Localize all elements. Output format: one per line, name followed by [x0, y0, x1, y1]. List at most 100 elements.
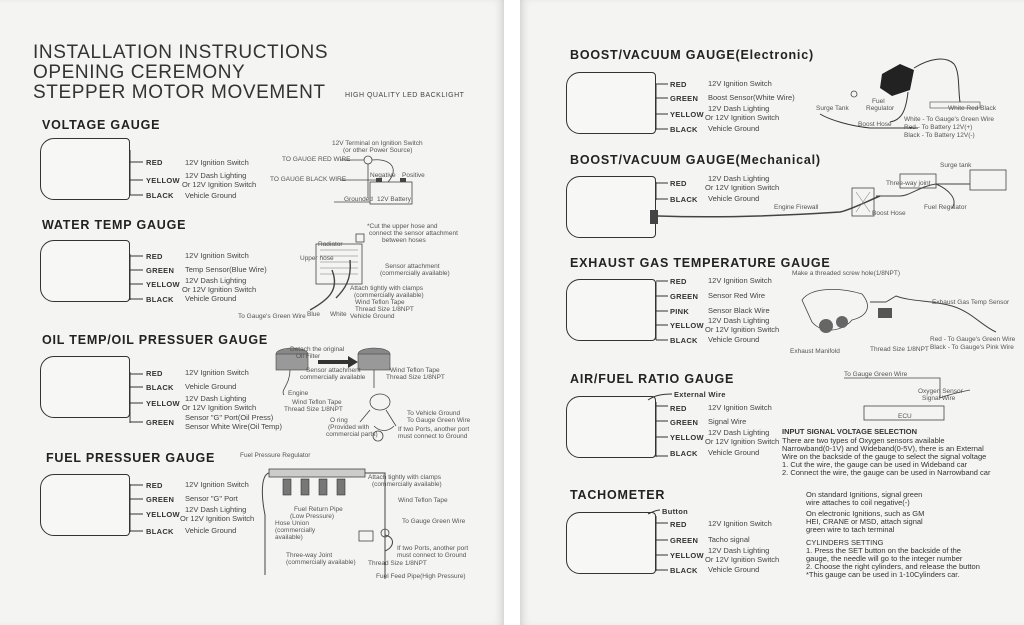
fuel-hose-union-2: (commercially	[275, 527, 316, 534]
afr-wire-yellow-desc-2: Or 12V Ignition Switch	[705, 437, 780, 446]
afr-selection-title: INPUT SIGNAL VOLTAGE SELECTION	[782, 427, 918, 437]
boost-m-wire-red: RED	[670, 179, 687, 188]
backlight-subtitle: HIGH QUALITY LED BACKLIGHT	[345, 92, 465, 99]
oil-wire-green-desc-1: Sensor "G" Port(Oil Press)	[185, 413, 274, 422]
tach-ign-line-4: HEI, CRANE or MSD, attach signal	[806, 517, 923, 526]
voltage-terminal-sub: (or other Power Source)	[343, 147, 413, 154]
oil-teflon-left-2: Thread Size 1/8NPT	[284, 406, 343, 413]
oring-label-1: O ring	[330, 417, 348, 424]
boost-e-wire-yellow: YELLOW	[670, 110, 704, 119]
oil-to-ground-label: To Vehicle Ground	[407, 410, 461, 417]
boost-e-legend-3: Black - To Battery 12V(-)	[904, 132, 975, 139]
afr-gauge-title: AIR/FUEL RATIO GAUGE	[570, 372, 735, 386]
fuel-three-way-1: Three-way Joint	[286, 552, 333, 559]
water-sensor-attach-2: (commercially available)	[380, 270, 450, 277]
oil-gauge-title: OIL TEMP/OIL PRESSUER GAUGE	[42, 333, 269, 347]
voltage-wire-black: BLACK	[146, 191, 174, 200]
oil-wire-red: RED	[146, 369, 163, 378]
water-cut-note-1: *Cut the upper hose and	[367, 223, 438, 230]
battery-negative-label: Negative	[370, 172, 396, 179]
afr-wire-black-desc: Vehicle Ground	[708, 448, 760, 457]
tach-wire-yellow-desc-1: 12V Dash Lighting	[708, 546, 770, 555]
boost-mechanical-title: BOOST/VACUUM GAUGE(Mechanical)	[570, 153, 821, 167]
egt-sensor-label: Exhaust Gas Temp Sensor	[932, 299, 1010, 306]
oil-filter-diagram	[275, 347, 397, 442]
egt-wire-yellow-desc-2: Or 12V Ignition Switch	[705, 325, 780, 334]
oring-label-3: commercial parts)	[326, 431, 378, 438]
water-cut-note-2: connect the sensor attachment	[369, 230, 458, 237]
battery-diagram	[334, 155, 413, 205]
oil-to-green-label: To Gauge Green Wire	[407, 417, 471, 424]
egt-wire-black-desc: Vehicle Ground	[708, 335, 760, 344]
tach-wire-green-desc: Tacho signal	[708, 535, 750, 544]
fuel-wiring	[129, 484, 143, 532]
tach-wire-yellow: YELLOW	[670, 551, 704, 560]
fuel-wire-red: RED	[146, 481, 163, 490]
boost-e-fuel-reg-2: Regulator	[866, 105, 895, 112]
oil-wire-yellow-desc-1: 12V Dash Lighting	[185, 394, 247, 403]
boost-e-wire-green-desc: Boost Sensor(White Wire)	[708, 93, 795, 102]
fuel-wire-black: BLACK	[146, 527, 174, 536]
egt-wire-black: BLACK	[670, 336, 698, 345]
afr-selection-line-4: 1. Cut the wire, the gauge can be used i…	[782, 460, 968, 469]
oil-teflon-left-1: Wind Teflon Tape	[292, 399, 342, 406]
egt-wire-green-desc: Sensor Red Wire	[708, 291, 766, 300]
tach-wire-red: RED	[670, 520, 687, 529]
water-clamps-1: Attach tightly with clamps	[350, 285, 423, 292]
water-clamps-2: (commercially available)	[354, 292, 424, 299]
tach-cyl-line-1: 1. Press the SET button on the backside …	[806, 546, 961, 555]
boost-m-wire-black-desc: Vehicle Ground	[708, 194, 760, 203]
fuel-to-green-label: To Gauge Green Wire	[402, 518, 466, 525]
afr-wire-yellow: YELLOW	[670, 433, 704, 442]
water-wire-black-desc: Vehicle Ground	[185, 294, 237, 303]
tach-cyl-line-4: *This gauge can be used in 1-10Cylinders…	[806, 570, 960, 579]
egt-wire-yellow-desc-1: 12V Dash Lighting	[708, 316, 770, 325]
fuel-return-pipe-2: (Low Pressure)	[290, 513, 335, 520]
oil-sensor-attach-2: commercially available	[300, 374, 366, 381]
water-teflon-2: Thread Size 1/8NPT	[355, 306, 414, 313]
oil-wire-yellow-desc-2: Or 12V Ignition Switch	[182, 403, 257, 412]
boost-e-legend-1: White - To Gauge's Green Wire	[904, 116, 994, 123]
voltage-terminal-label: 12V Terminal on Ignition Switch	[332, 140, 423, 147]
egt-gauge-body	[566, 279, 656, 341]
water-sensor-attach-1: Sensor attachment	[385, 263, 440, 270]
water-wire-red: RED	[146, 252, 163, 261]
water-temp-gauge-body	[40, 240, 130, 302]
oring-label-2: (Provided with	[328, 424, 370, 431]
fuel-wire-green: GREEN	[146, 495, 175, 504]
radiator-label: Radiator	[318, 241, 343, 248]
afr-selection-line-2: Narrowband(0-1V) and Wideband(0-5V), the…	[782, 444, 984, 453]
tach-wire-red-desc: 12V Ignition Switch	[708, 519, 772, 528]
egt-wire-red-desc: 12V Ignition Switch	[708, 276, 772, 285]
fuel-wire-green-desc: Sensor "G" Port	[185, 494, 238, 503]
voltage-gauge-title: VOLTAGE GAUGE	[42, 118, 161, 132]
voltage-wire-yellow-desc-2: Or 12V Ignition Switch	[182, 180, 257, 189]
afr-selection-line-1: There are two types of Oxygen sensors av…	[782, 436, 945, 445]
fuel-wire-red-desc: 12V Ignition Switch	[185, 480, 249, 489]
boost-e-wire-yellow-desc-1: 12V Dash Lighting	[708, 104, 770, 113]
oil-wire-green: GREEN	[146, 418, 175, 427]
voltage-wire-red-desc: 12V Ignition Switch	[185, 158, 249, 167]
fuel-hose-union-3: available)	[275, 534, 303, 541]
afr-o2-label-2: Signal Wire	[922, 395, 956, 402]
fuel-two-ports-2: must connect to Ground	[397, 552, 467, 559]
engine-firewall-label: Engine Firewall	[774, 204, 819, 211]
water-wire-yellow-desc-1: 12V Dash Lighting	[185, 276, 247, 285]
afr-o2-label-1: Oxygen Sensor	[918, 388, 963, 395]
water-wire-black: BLACK	[146, 295, 174, 304]
water-temp-gauge-title: WATER TEMP GAUGE	[42, 218, 187, 232]
afr-to-green-label: To Gauge Green Wire	[844, 371, 908, 378]
grounded-label: Grounded	[344, 196, 373, 203]
afr-wire-green: GREEN	[670, 418, 699, 427]
fuel-clamps-2: (commercially available)	[372, 481, 442, 488]
afr-selection-title-text: INPUT SIGNAL VOLTAGE SELECTION	[782, 427, 918, 436]
afr-selection-line-5: 2. Connect the wire, the gauge can be us…	[782, 468, 991, 477]
oil-two-ports-1: If two Ports, another port	[398, 426, 470, 433]
water-teflon-1: Wind Teflon Tape	[355, 299, 405, 306]
egt-screw-hole-label: Make a threaded screw hole(1/8NPT)	[792, 270, 901, 277]
tach-cyl-title: CYLINDERS SETTING	[806, 538, 884, 547]
egt-wire-yellow: YELLOW	[670, 321, 704, 330]
boost-m-wire-red-desc-1: 12V Dash Lighting	[708, 174, 770, 183]
tach-button-label: Button	[662, 507, 688, 516]
tach-wire-yellow-desc-2: Or 12V Ignition Switch	[705, 555, 780, 564]
